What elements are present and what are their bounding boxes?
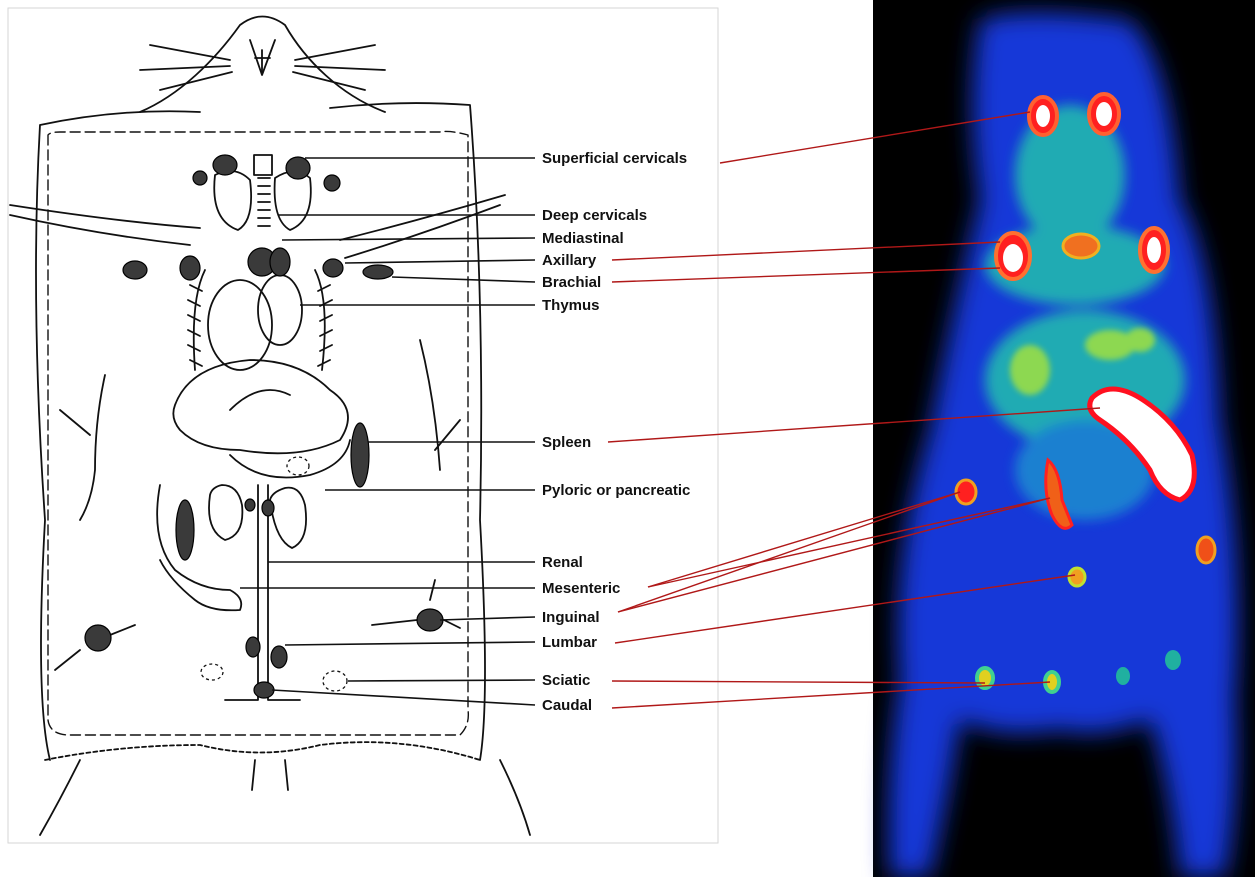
node-superficial-cervical-right	[286, 157, 310, 179]
label-mesenteric: Mesenteric	[542, 580, 620, 597]
node-axillary-left-2	[180, 256, 200, 280]
node-superficial-cervical-left	[213, 155, 237, 175]
pet-node-inguinal-right	[1197, 537, 1215, 563]
node-inguinal-left	[85, 625, 111, 651]
label-pyloric-or-pancreatic: Pyloric or pancreatic	[542, 482, 690, 499]
label-inguinal: Inguinal	[542, 609, 600, 626]
node-spleen-drawn	[351, 423, 369, 487]
node-cervical-small-right	[324, 175, 340, 191]
node-lumbar-left	[246, 637, 260, 657]
label-renal: Renal	[542, 554, 583, 571]
label-axillary: Axillary	[542, 252, 597, 269]
node-renal-left	[176, 500, 194, 560]
node-axillary-right	[323, 259, 343, 277]
label-sciatic: Sciatic	[542, 672, 590, 689]
node-brachial-right	[363, 265, 393, 279]
node-renal-small-2	[262, 500, 274, 516]
label-thymus: Thymus	[542, 297, 600, 314]
node-renal-small	[245, 499, 255, 511]
label-mediastinal: Mediastinal	[542, 230, 624, 247]
label-spleen: Spleen	[542, 434, 591, 451]
node-lumbar-right	[271, 646, 287, 668]
label-superficial-cervicals: Superficial cervicals	[542, 150, 687, 167]
node-cervical-small-left	[193, 171, 207, 185]
node-mediastinal-2	[270, 248, 290, 276]
label-caudal: Caudal	[542, 697, 592, 714]
label-lumbar: Lumbar	[542, 634, 597, 651]
label-deep-cervicals: Deep cervicals	[542, 207, 647, 224]
pet-scan-image	[873, 0, 1255, 877]
node-axillary-left	[123, 261, 147, 279]
pet-node-mediastinal	[1063, 234, 1099, 258]
node-caudal	[254, 682, 274, 698]
node-inguinal-right	[417, 609, 443, 631]
label-brachial: Brachial	[542, 274, 601, 291]
anatomical-drawing: Superficial cervicals Deep cervicals Med…	[8, 8, 718, 843]
pet-node-lumbar	[1069, 568, 1085, 586]
